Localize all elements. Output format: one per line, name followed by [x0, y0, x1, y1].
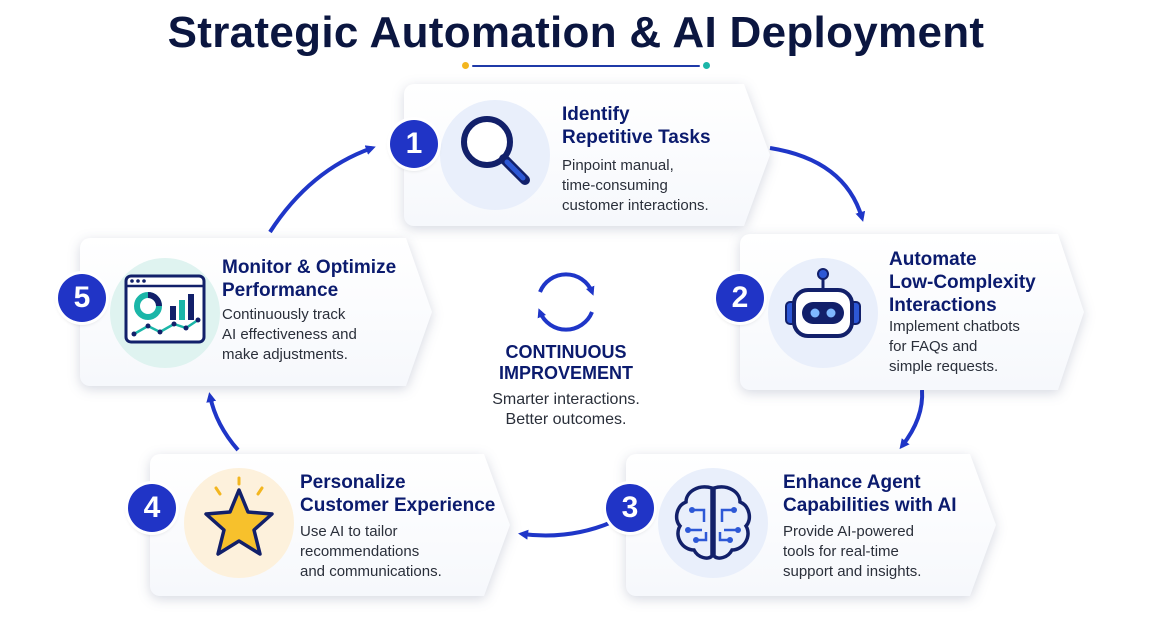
step-5-number: 5	[58, 274, 106, 322]
brain-circuit-icon	[674, 485, 752, 560]
arrow-3-to-4	[518, 520, 613, 540]
step-2-number: 2	[716, 274, 764, 322]
step-3-number: 3	[606, 484, 654, 532]
arrow-1-to-2	[769, 146, 866, 222]
arrow-5-to-1	[268, 145, 376, 234]
center-subtitle: Smarter interactions.Better outcomes.	[492, 391, 640, 428]
step-1-number: 1	[390, 120, 438, 168]
magnifier-icon	[461, 116, 530, 185]
dashboard-chart-icon	[124, 274, 206, 344]
title-underline	[462, 62, 710, 70]
arrow-4-to-5	[206, 392, 240, 452]
page-title: Strategic Automation & AI Deployment	[167, 8, 985, 57]
star-icon	[204, 476, 274, 556]
cycle-arrows-icon	[537, 272, 595, 332]
step-4-number: 4	[128, 484, 176, 532]
arrow-2-to-3	[899, 389, 925, 450]
robot-icon	[785, 268, 861, 338]
